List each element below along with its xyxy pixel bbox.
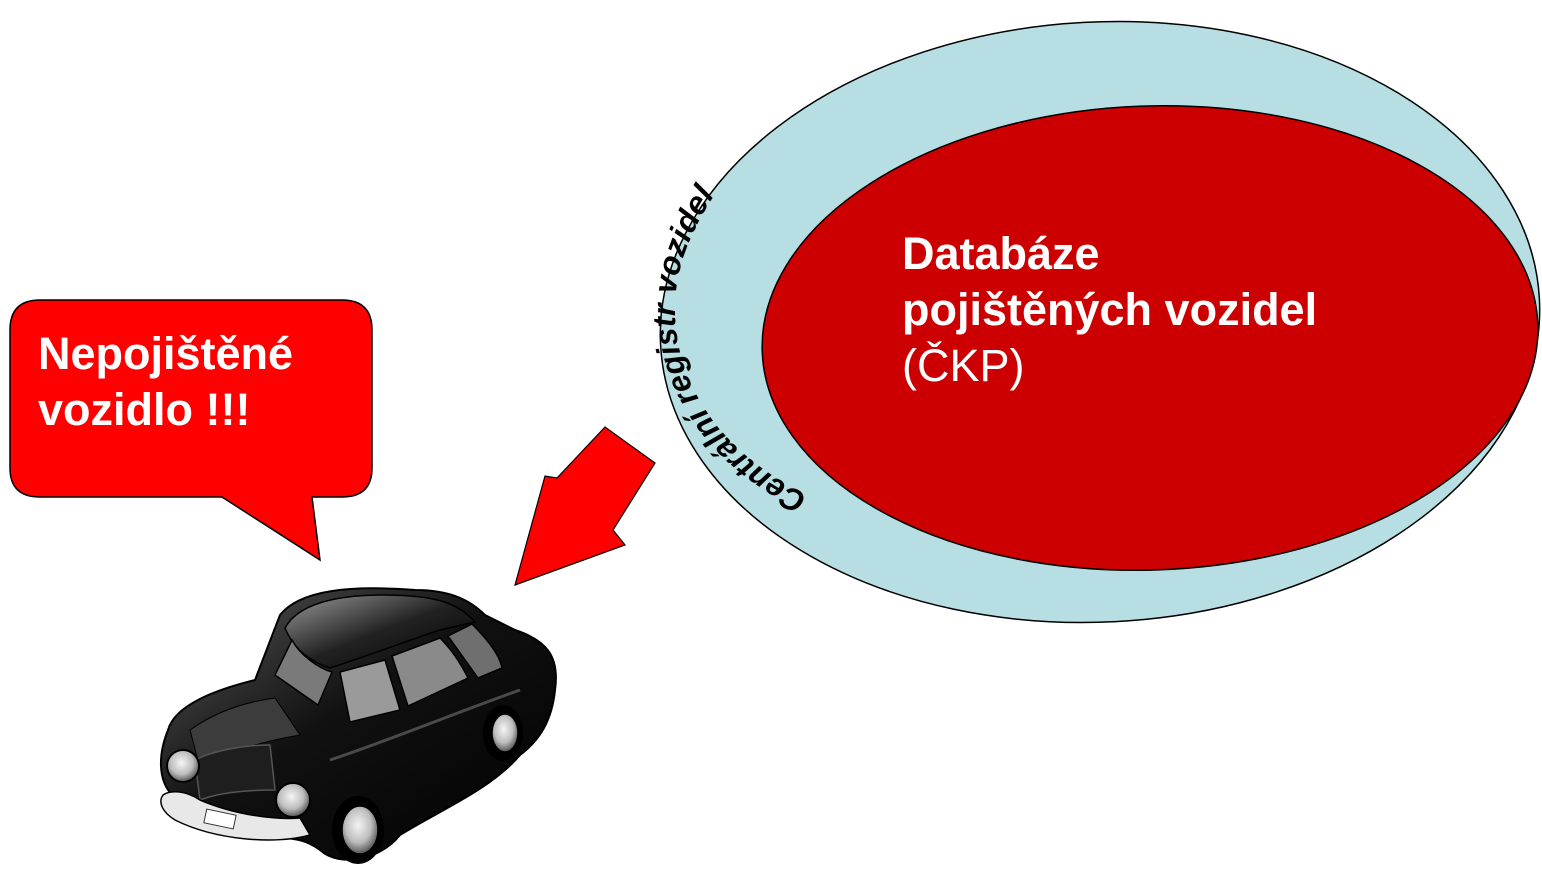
database-ellipse <box>761 104 1539 572</box>
bubble-line-2: vozidlo !!! <box>38 384 251 435</box>
database-abbrev: (ČKP) <box>902 340 1025 391</box>
database-text: Databáze pojištěných vozidel (ČKP) <box>902 226 1502 394</box>
speech-bubble <box>9 299 373 562</box>
bubble-text: Nepojištěné vozidlo !!! <box>38 326 368 438</box>
arrow-icon <box>514 426 656 586</box>
car-icon <box>159 587 557 864</box>
database-title: Databáze <box>902 228 1100 279</box>
bubble-line-1: Nepojištěné <box>38 328 294 379</box>
database-subtitle: pojištěných vozidel <box>902 284 1318 335</box>
